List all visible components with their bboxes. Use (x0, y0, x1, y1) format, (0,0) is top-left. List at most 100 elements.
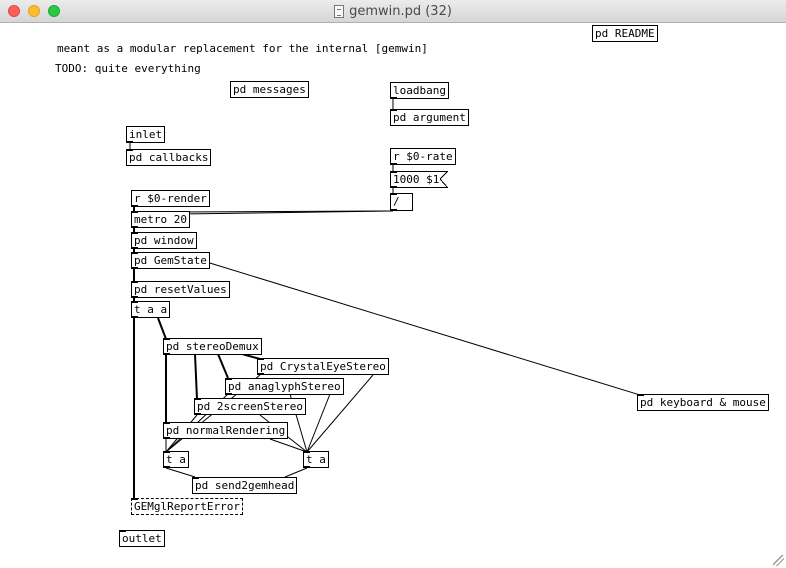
connection[interactable] (284, 467, 308, 478)
object-inlet[interactable]: inlet (126, 126, 166, 143)
object-label: r $0-rate (393, 150, 453, 163)
object-label: r $0-render (134, 192, 207, 205)
inlet-port[interactable] (131, 301, 138, 303)
outlet-port[interactable] (131, 226, 138, 228)
inlet-port[interactable] (119, 530, 126, 532)
object-label: inlet (129, 128, 163, 141)
outlet-port[interactable] (131, 316, 138, 318)
connection[interactable] (269, 438, 308, 453)
inlet-port[interactable] (225, 378, 232, 380)
connection[interactable] (217, 353, 229, 379)
object-pd-gemstate[interactable]: pd GemState (131, 252, 210, 269)
object-pd-resetvalues[interactable]: pd resetValues (131, 281, 230, 298)
outlet-port[interactable] (194, 413, 201, 415)
inlet-port[interactable] (131, 498, 138, 500)
object-metro[interactable]: metro 20 (131, 211, 190, 228)
connection[interactable] (306, 393, 331, 453)
connection[interactable] (199, 259, 641, 396)
message-1000[interactable]: 1000 $1 (390, 171, 449, 188)
inlet-port[interactable] (637, 394, 644, 396)
object-label: pd callbacks (129, 151, 209, 164)
inlet-port[interactable] (126, 149, 133, 151)
object-label: pd messages (233, 83, 306, 96)
resize-grip-icon[interactable] (773, 555, 784, 566)
outlet-port[interactable] (131, 267, 138, 269)
inlet-port[interactable] (163, 451, 170, 453)
inlet-port[interactable] (163, 422, 170, 424)
outlet-port[interactable] (163, 353, 170, 355)
object-label: t a a (134, 303, 168, 316)
object-label: pd README (595, 27, 655, 40)
object-gemglreporterror[interactable]: GEMglReportError (131, 498, 243, 515)
outlet-port[interactable] (257, 373, 264, 375)
inlet-port[interactable] (131, 211, 138, 213)
object-pd-keyboard-mouse[interactable]: pd keyboard & mouse (637, 394, 769, 411)
inlet-port[interactable] (131, 281, 138, 283)
connection[interactable] (181, 210, 394, 215)
outlet-port[interactable] (126, 141, 133, 143)
outlet-port[interactable] (390, 209, 397, 211)
connection[interactable] (157, 317, 167, 340)
object-pd-send2gemhead[interactable]: pd send2gemhead (192, 477, 298, 494)
zoom-button[interactable] (48, 5, 60, 17)
object-label: pd keyboard & mouse (640, 396, 766, 409)
object-label: pd window (134, 234, 194, 247)
object-pd-crystaleyestereo[interactable]: pd CrystalEyeStereo (257, 358, 389, 375)
connection[interactable] (194, 353, 198, 400)
outlet-port[interactable] (390, 163, 397, 165)
object-divide[interactable]: / (390, 193, 413, 211)
window-title-wrap: gemwin.pd (32) (0, 0, 786, 22)
object-pd-normalrendering[interactable]: pd normalRendering (163, 422, 289, 439)
inlet-port[interactable] (390, 109, 397, 111)
close-button[interactable] (8, 5, 20, 17)
object-loadbang[interactable]: loadbang (390, 82, 449, 99)
outlet-port[interactable] (131, 296, 138, 298)
object-trigger-a-left[interactable]: t a (163, 451, 189, 468)
inlet-port[interactable] (131, 232, 138, 234)
outlet-port[interactable] (303, 466, 310, 468)
inlet-port[interactable] (163, 338, 170, 340)
outlet-port[interactable] (390, 97, 397, 99)
inlet-port[interactable] (390, 171, 397, 173)
object-pd-callbacks[interactable]: pd callbacks (126, 149, 212, 166)
object-pd-messages[interactable]: pd messages (230, 81, 309, 98)
inlet-port[interactable] (131, 252, 138, 254)
outlet-port[interactable] (390, 186, 397, 188)
comment-description: meant as a modular replacement for the i… (57, 42, 428, 55)
window-titlebar[interactable]: gemwin.pd (32) (0, 0, 786, 23)
object-label: pd resetValues (134, 283, 227, 296)
object-label: pd GemState (134, 254, 207, 267)
object-pd-argument[interactable]: pd argument (390, 109, 469, 126)
outlet-port[interactable] (225, 393, 232, 395)
inlet-port[interactable] (194, 398, 201, 400)
object-label: pd normalRendering (166, 424, 286, 437)
inlet-port[interactable] (390, 193, 397, 195)
object-label: GEMglReportError (134, 500, 240, 513)
object-pd-stereodemux[interactable]: pd stereoDemux (163, 338, 262, 355)
message-label: 1000 $1 (393, 173, 440, 186)
connection[interactable] (306, 374, 374, 453)
object-label: pd CrystalEyeStereo (260, 360, 386, 373)
object-outlet[interactable]: outlet (119, 530, 165, 547)
object-receive-rate[interactable]: r $0-rate (390, 148, 456, 165)
inlet-port[interactable] (257, 358, 264, 360)
object-pd-readme[interactable]: pd README (592, 25, 658, 42)
object-pd-window[interactable]: pd window (131, 232, 197, 249)
object-pd-anaglyphstereo[interactable]: pd anaglyphStereo (225, 378, 344, 395)
object-receive-render[interactable]: r $0-render (131, 190, 210, 207)
object-label: pd anaglyphStereo (228, 380, 341, 393)
outlet-port[interactable] (131, 247, 138, 249)
object-trigger-aa[interactable]: t a a (131, 301, 171, 318)
outlet-port[interactable] (163, 437, 170, 439)
object-label: t a (306, 453, 326, 466)
object-trigger-a-right[interactable]: t a (303, 451, 329, 468)
outlet-port[interactable] (163, 466, 170, 468)
inlet-port[interactable] (192, 477, 199, 479)
window-title: gemwin.pd (32) (349, 3, 452, 19)
outlet-port[interactable] (131, 205, 138, 207)
connection[interactable] (165, 467, 196, 478)
object-pd-2screenstereo[interactable]: pd 2screenStereo (194, 398, 306, 415)
minimize-button[interactable] (28, 5, 40, 17)
inlet-port[interactable] (303, 451, 310, 453)
